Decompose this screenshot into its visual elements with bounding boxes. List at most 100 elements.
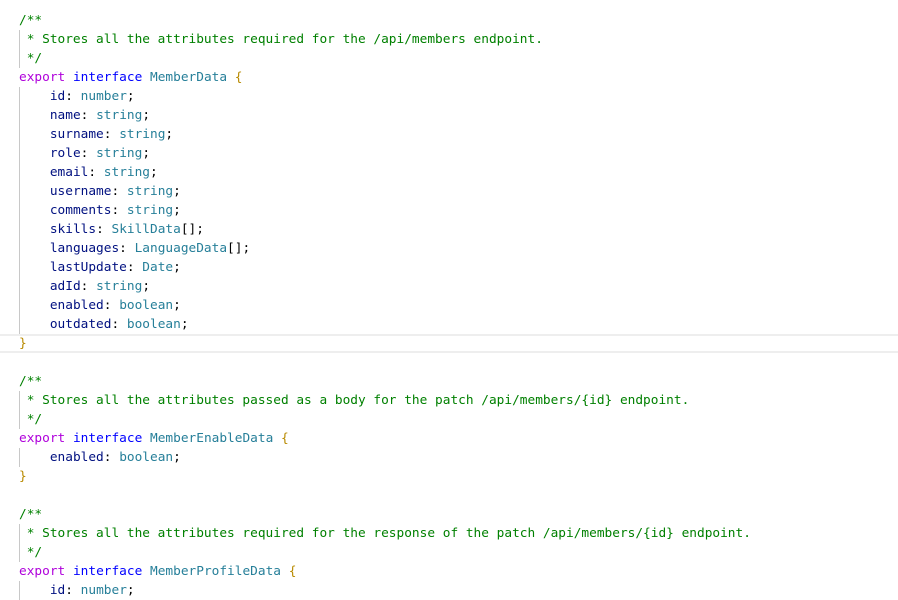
code-token-punct: ;: [173, 450, 181, 465]
code-token-brace: }: [19, 336, 27, 351]
indent-guide: [19, 163, 20, 182]
code-line[interactable]: * Stores all the attributes required for…: [0, 30, 898, 49]
code-token-type: number: [80, 89, 127, 104]
code-token-kw: export: [19, 431, 66, 446]
code-editor[interactable]: /** * Stores all the attributes required…: [0, 11, 898, 600]
code-token-type: string: [96, 146, 143, 161]
code-line[interactable]: lastUpdate: Date;: [0, 258, 898, 277]
code-token-punct: [];: [180, 222, 204, 237]
code-line[interactable]: outdated: boolean;: [0, 315, 898, 334]
code-token-punct: [19, 165, 50, 180]
indent-guide: [19, 258, 20, 277]
code-line[interactable]: comments: string;: [0, 201, 898, 220]
code-token-comment: */: [19, 51, 43, 66]
code-line[interactable]: [0, 486, 898, 505]
code-line[interactable]: skills: SkillData[];: [0, 220, 898, 239]
code-token-punct: :: [80, 108, 97, 123]
indent-guide: [19, 296, 20, 315]
code-token-punct: :: [111, 317, 127, 332]
code-token-punct: :: [65, 89, 81, 104]
code-line[interactable]: export interface MemberEnableData {: [0, 429, 898, 448]
code-token-prop: surname: [49, 127, 104, 142]
code-line[interactable]: enabled: boolean;: [0, 448, 898, 467]
code-token-punct: :: [103, 298, 120, 313]
code-token-punct: [19, 108, 50, 123]
code-token-punct: ;: [126, 89, 135, 104]
code-line[interactable]: languages: LanguageData[];: [0, 239, 898, 258]
code-token-prop: role: [49, 146, 81, 161]
code-token-punct: ;: [180, 317, 189, 332]
code-token-punct: [142, 431, 150, 446]
code-token-punct: :: [119, 241, 135, 256]
code-line[interactable]: export interface MemberData {: [0, 68, 898, 87]
code-line[interactable]: /**: [0, 505, 898, 524]
code-token-type: MemberData: [150, 70, 228, 85]
code-line[interactable]: export interface MemberProfileData {: [0, 562, 898, 581]
indent-guide: [19, 220, 20, 239]
code-line[interactable]: /**: [0, 372, 898, 391]
code-line[interactable]: * Stores all the attributes required for…: [0, 524, 898, 543]
indent-guide: [19, 87, 20, 106]
code-token-punct: ;: [173, 203, 181, 218]
code-token-punct: [65, 564, 73, 579]
code-token-prop: name: [49, 108, 81, 123]
code-token-decl: interface: [72, 431, 143, 446]
code-token-kw: export: [19, 564, 66, 579]
code-token-decl: interface: [72, 70, 143, 85]
code-line[interactable]: * Stores all the attributes passed as a …: [0, 391, 898, 410]
code-line[interactable]: surname: string;: [0, 125, 898, 144]
code-token-prop: enabled: [49, 298, 104, 313]
code-token-punct: :: [96, 222, 112, 237]
indent-guide: [19, 239, 20, 258]
code-line[interactable]: */: [0, 49, 898, 68]
code-token-brace: {: [234, 70, 243, 85]
code-token-punct: [281, 564, 289, 579]
code-line[interactable]: */: [0, 543, 898, 562]
indent-guide: [19, 201, 20, 220]
code-token-punct: [19, 241, 50, 256]
code-token-comment: * Stores all the attributes required for…: [19, 526, 751, 541]
code-token-punct: :: [80, 146, 97, 161]
code-token-type: boolean: [126, 317, 181, 332]
code-token-punct: ;: [142, 146, 151, 161]
code-token-punct: [65, 70, 73, 85]
code-line[interactable]: /**: [0, 11, 898, 30]
code-token-punct: ;: [142, 108, 151, 123]
code-line[interactable]: email: string;: [0, 163, 898, 182]
code-token-punct: [19, 279, 50, 294]
code-token-prop: id: [49, 89, 66, 104]
code-line[interactable]: username: string;: [0, 182, 898, 201]
code-token-punct: [273, 431, 281, 446]
code-token-punct: [65, 431, 73, 446]
code-token-comment: /**: [19, 374, 43, 389]
code-token-punct: [19, 146, 50, 161]
code-token-type: string: [103, 165, 151, 180]
code-token-punct: ;: [173, 184, 181, 199]
code-line[interactable]: name: string;: [0, 106, 898, 125]
code-line[interactable]: role: string;: [0, 144, 898, 163]
code-token-punct: [142, 70, 150, 85]
code-token-punct: [19, 222, 50, 237]
indent-guide: [19, 49, 20, 68]
code-token-type: string: [96, 279, 143, 294]
code-token-type: MemberProfileData: [150, 564, 281, 579]
code-line[interactable]: adId: string;: [0, 277, 898, 296]
indent-guide: [19, 144, 20, 163]
code-token-brace: {: [288, 564, 297, 579]
indent-guide: [19, 448, 20, 467]
code-line[interactable]: [0, 353, 898, 372]
code-line[interactable]: }: [0, 467, 898, 486]
code-line[interactable]: enabled: boolean;: [0, 296, 898, 315]
code-token-prop: email: [49, 165, 89, 180]
code-token-punct: :: [111, 184, 127, 199]
indent-guide: [19, 391, 20, 410]
code-token-brace: }: [19, 469, 27, 484]
code-token-comment: /**: [19, 507, 43, 522]
code-token-prop: enabled: [49, 450, 104, 465]
code-line[interactable]: */: [0, 410, 898, 429]
code-token-punct: :: [111, 203, 127, 218]
code-line[interactable]: }: [0, 334, 898, 353]
code-token-comment: * Stores all the attributes passed as a …: [19, 393, 690, 408]
code-token-type: Date: [142, 260, 174, 275]
code-line[interactable]: id: number;: [0, 87, 898, 106]
